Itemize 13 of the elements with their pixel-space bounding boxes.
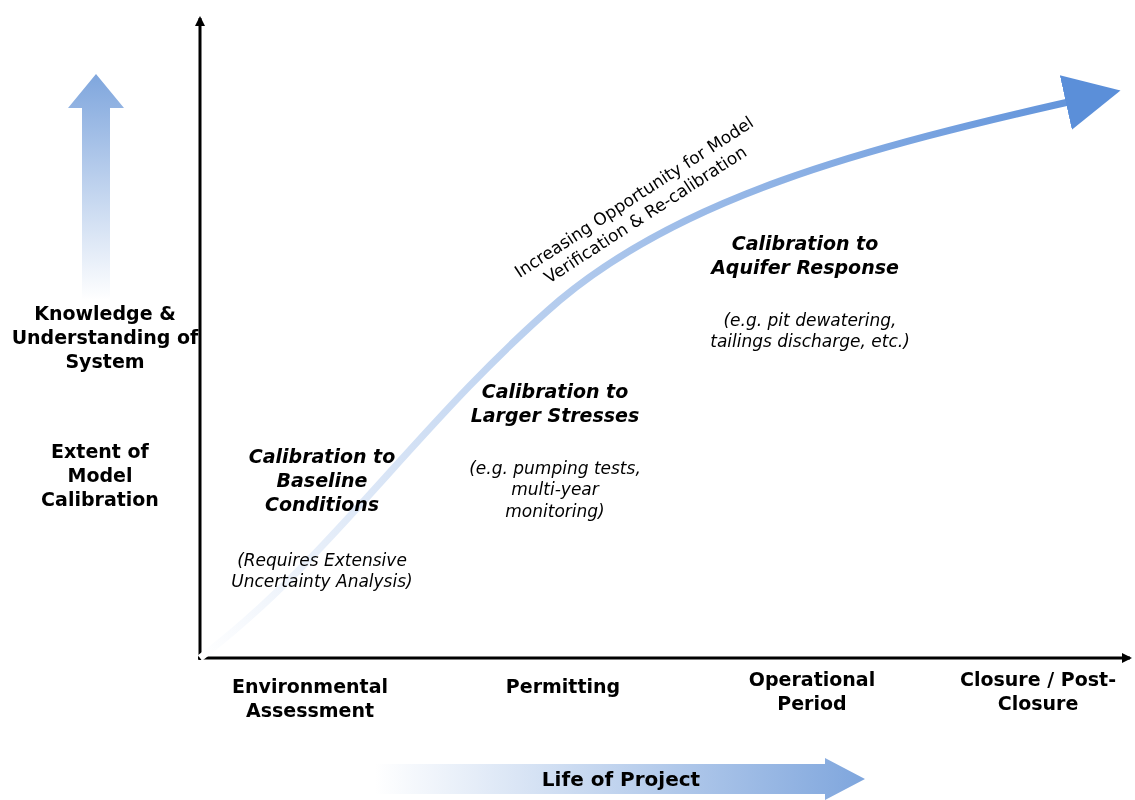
axis-label: Closure / Post-Closure — [959, 668, 1117, 716]
axis-label: Permitting — [504, 675, 622, 699]
axis-label: Operational Period — [747, 668, 877, 716]
axis-label: Environmental Assessment — [231, 675, 389, 723]
arrow-label: Life of Project — [541, 767, 701, 791]
axis-label: Knowledge & Understanding of System — [10, 302, 200, 374]
stage-description: (Requires Extensive Uncertainty Analysis) — [230, 550, 414, 593]
axis-label: Extent of Model Calibration — [41, 440, 159, 512]
stage-description: (e.g. pumping tests, multi-year monitoring) — [468, 458, 642, 522]
stage-description: (e.g. pit dewatering, tailings discharge, etc.) — [709, 310, 911, 353]
stage-title: Calibration to Baseline Conditions — [247, 445, 397, 517]
stage-title: Calibration to Aquifer Response — [709, 232, 900, 280]
stage-title: Calibration to Larger Stresses — [469, 380, 641, 428]
